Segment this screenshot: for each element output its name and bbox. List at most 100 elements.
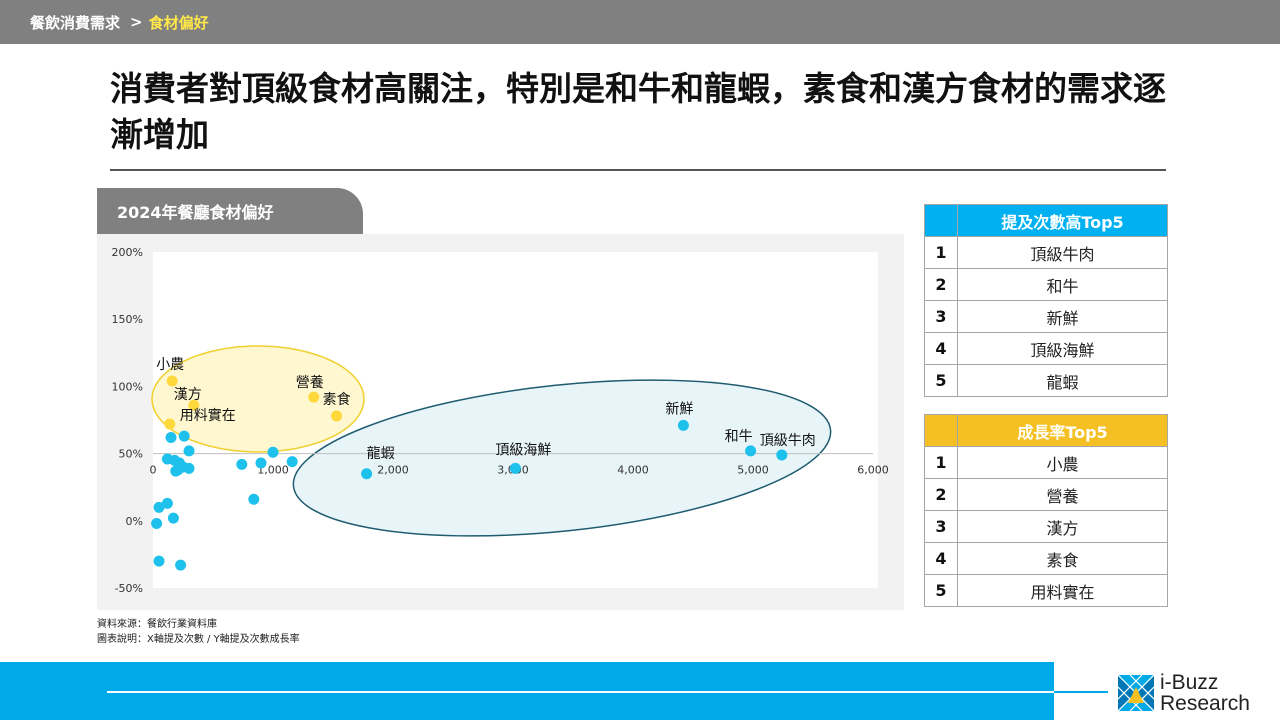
data-point [167, 512, 179, 524]
table-header: 成長率Top5 [957, 414, 1168, 447]
x-tick-label: 4,000 [617, 464, 649, 477]
breadcrumb-separator: > [130, 13, 143, 31]
data-point [164, 418, 176, 430]
rank-cell: 5 [924, 574, 958, 607]
data-point [170, 465, 182, 477]
breadcrumb-parent[interactable]: 餐飲消費需求 [30, 13, 121, 32]
rank-cell: 4 [924, 542, 958, 575]
data-point [236, 458, 248, 470]
y-tick-label: 200% [112, 246, 143, 259]
x-tick-label: 6,000 [857, 464, 889, 477]
data-point [286, 456, 298, 468]
high-growth-cluster [151, 345, 365, 453]
data-point-label: 素食 [323, 391, 351, 408]
title-divider [110, 169, 1166, 171]
data-point [308, 391, 320, 403]
data-point-label: 用料實在 [180, 407, 236, 424]
y-tick-label: 50% [119, 448, 143, 461]
rank-cell: 1 [924, 446, 958, 479]
data-point [267, 446, 279, 458]
data-point [248, 493, 260, 505]
item-cell: 漢方 [957, 510, 1168, 543]
data-point [178, 430, 190, 442]
item-cell: 和牛 [957, 268, 1168, 301]
table-header: 提及次數高Top5 [957, 204, 1168, 237]
x-tick-label: 5,000 [737, 464, 769, 477]
table-header-blank [924, 414, 958, 447]
data-point-label: 頂級海鮮 [495, 442, 551, 458]
footer-rule [107, 691, 1107, 693]
item-cell: 頂級牛肉 [957, 236, 1168, 269]
data-point [153, 555, 165, 567]
breadcrumb-bar: 餐飲消費需求 > 食材偏好 [0, 0, 1280, 44]
item-cell: 新鮮 [957, 300, 1168, 333]
data-point-label: 新鮮 [665, 401, 693, 417]
y-tick-label: 150% [112, 313, 143, 326]
data-point [183, 445, 195, 457]
source-line: 資料來源：餐飲行業資料庫 [97, 619, 217, 630]
data-point [175, 559, 187, 571]
table-header-blank [924, 204, 958, 237]
data-point [255, 457, 267, 469]
item-cell: 頂級海鮮 [957, 332, 1168, 365]
chart-source: 資料來源：餐飲行業資料庫 圖表說明：X軸提及次數 / Y軸提及次數成長率 [97, 617, 300, 647]
item-cell: 用料實在 [957, 574, 1168, 607]
data-point [153, 501, 165, 513]
data-point-label: 小農 [156, 357, 184, 373]
rank-cell: 4 [924, 332, 958, 365]
breadcrumb-current: 食材偏好 [148, 13, 209, 32]
chart-note: 圖表說明：X軸提及次數 / Y軸提及次數成長率 [97, 634, 300, 645]
rank-cell: 3 [924, 300, 958, 333]
y-tick-label: 0% [126, 515, 143, 528]
high-mention-cluster [292, 379, 832, 537]
item-cell: 小農 [957, 446, 1168, 479]
x-tick-label: 1,000 [257, 464, 289, 477]
data-point [161, 497, 173, 509]
data-point [165, 431, 177, 443]
footer-rule-extension [1054, 691, 1108, 693]
chart-title: 2024年餐廳食材偏好 [97, 188, 363, 234]
rank-cell: 1 [924, 236, 958, 269]
data-point-label: 和牛 [725, 429, 753, 445]
data-point [745, 445, 757, 457]
data-point-label: 頂級牛肉 [760, 433, 816, 449]
data-point [509, 462, 521, 474]
data-point [188, 399, 200, 411]
data-point-label: 營養 [296, 374, 324, 391]
x-tick-label: 2,000 [377, 464, 409, 477]
data-point [361, 468, 373, 480]
data-point [183, 462, 195, 474]
data-point-label: 龍蝦 [367, 445, 395, 462]
page-title: 消費者對頂級食材高關注，特別是和牛和龍蝦，素食和漢方食材的需求逐漸增加 [110, 69, 1166, 154]
y-tick-label: -50% [115, 582, 143, 595]
logo-text-top: i-Buzz [1160, 671, 1219, 694]
data-point [151, 517, 163, 529]
item-cell: 龍蝦 [957, 364, 1168, 397]
rank-cell: 3 [924, 510, 958, 543]
data-point [331, 410, 343, 422]
ibuzz-logo-icon [1118, 675, 1154, 711]
logo-text-bottom: Research [1160, 692, 1250, 715]
item-cell: 營養 [957, 478, 1168, 511]
rank-cell: 5 [924, 364, 958, 397]
rank-cell: 2 [924, 478, 958, 511]
data-point [677, 419, 689, 431]
ibuzz-logo: i-Buzz Research [1118, 672, 1250, 714]
rank-cell: 2 [924, 268, 958, 301]
item-cell: 素食 [957, 542, 1168, 575]
data-point-label: 漢方 [174, 387, 202, 403]
data-point [166, 375, 178, 387]
data-point [776, 449, 788, 461]
